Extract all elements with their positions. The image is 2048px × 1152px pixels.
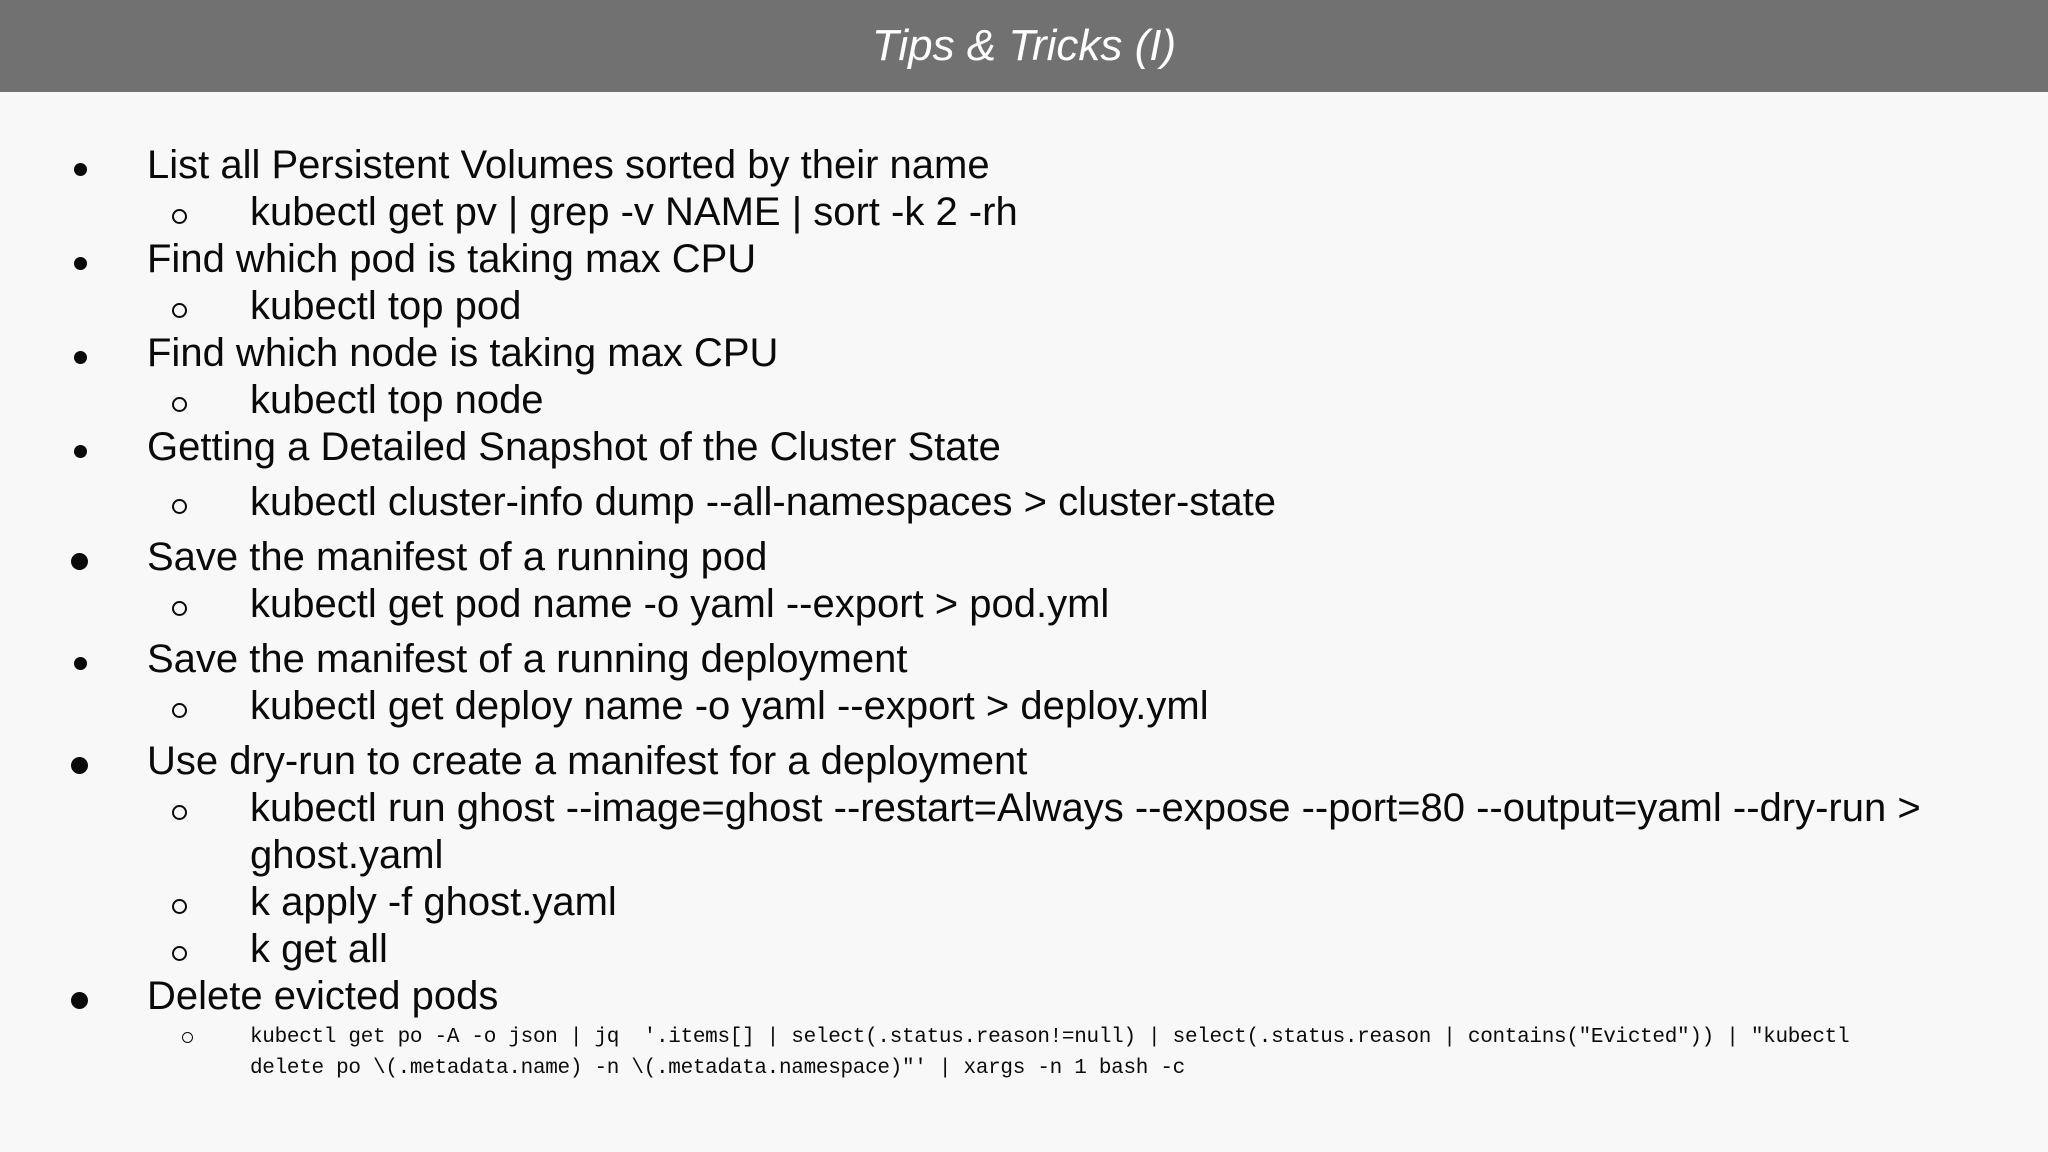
bullet-circle-icon: [172, 805, 187, 820]
list-item-text: Find which node is taking max CPU: [147, 331, 779, 375]
list-item-text: kubectl get pv | grep -v NAME | sort -k …: [250, 190, 1018, 234]
bullet-circle-icon: [172, 601, 187, 616]
list-item: kubectl run ghost --image=ghost --restar…: [0, 785, 1978, 879]
bullet-circle-icon: [182, 1032, 193, 1043]
list-item-text: kubectl run ghost --image=ghost --restar…: [250, 786, 1921, 877]
bullet-circle-icon: [172, 499, 187, 514]
list-item-text: kubectl top pod: [250, 284, 522, 328]
list-item-code-text: kubectl get po -A -o json | jq '.items[]…: [250, 1026, 1850, 1080]
list-item-text: kubectl get deploy name -o yaml --export…: [250, 684, 1209, 728]
bullet-circle-icon: [172, 946, 187, 961]
list-item: kubectl get deploy name -o yaml --export…: [0, 683, 1978, 730]
list-item: kubectl top pod: [0, 283, 1978, 330]
list-item-text: k get all: [250, 927, 388, 971]
list-item-text: Use dry-run to create a manifest for a d…: [147, 739, 1028, 783]
bullet-circle-icon: [172, 209, 187, 224]
list-item-text: Save the manifest of a running deploymen…: [147, 637, 908, 681]
list-item-text: List all Persistent Volumes sorted by th…: [147, 143, 990, 187]
list-item: Find which pod is taking max CPU: [0, 236, 1978, 283]
slide-header: Tips & Tricks (I): [0, 0, 2048, 92]
bullet-dot-icon: [71, 757, 88, 774]
list-item: Save the manifest of a running deploymen…: [0, 636, 1978, 683]
bullet-dot-icon: [74, 445, 87, 458]
bullet-dot-icon: [74, 163, 87, 176]
list-item-text: Getting a Detailed Snapshot of the Clust…: [147, 425, 1001, 469]
list-item: Use dry-run to create a manifest for a d…: [0, 738, 1978, 785]
list-item: kubectl get pv | grep -v NAME | sort -k …: [0, 189, 1978, 236]
bullet-list: List all Persistent Volumes sorted by th…: [0, 142, 1978, 1084]
list-item-code: kubectl get po -A -o json | jq '.items[]…: [0, 1022, 1978, 1084]
list-item-text: kubectl top node: [250, 378, 544, 422]
slide-title: Tips & Tricks (I): [871, 21, 1177, 70]
bullet-dot-icon: [74, 351, 87, 364]
bullet-circle-icon: [172, 303, 187, 318]
bullet-dot-icon: [74, 657, 87, 670]
list-item: kubectl get pod name -o yaml --export > …: [0, 581, 1978, 628]
list-item: k apply -f ghost.yaml: [0, 879, 1978, 926]
list-item: Find which node is taking max CPU: [0, 330, 1978, 377]
list-item: Getting a Detailed Snapshot of the Clust…: [0, 424, 1978, 471]
bullet-circle-icon: [172, 397, 187, 412]
bullet-dot-icon: [74, 257, 87, 270]
bullet-circle-icon: [172, 703, 187, 718]
list-item: Delete evicted pods: [0, 973, 1978, 1020]
list-item: k get all: [0, 926, 1978, 973]
list-item: kubectl top node: [0, 377, 1978, 424]
list-item-text: k apply -f ghost.yaml: [250, 880, 617, 924]
list-item-text: Delete evicted pods: [147, 974, 499, 1018]
list-item-text: Save the manifest of a running pod: [147, 535, 768, 579]
bullet-dot-icon: [71, 992, 88, 1009]
list-item-text: Find which pod is taking max CPU: [147, 237, 757, 281]
list-item-text: kubectl get pod name -o yaml --export > …: [250, 582, 1110, 626]
bullet-circle-icon: [172, 899, 187, 914]
list-item: List all Persistent Volumes sorted by th…: [0, 142, 1978, 189]
list-item: Save the manifest of a running pod: [0, 534, 1978, 581]
list-item: kubectl cluster-info dump --all-namespac…: [0, 479, 1978, 526]
bullet-dot-icon: [71, 553, 88, 570]
list-item-text: kubectl cluster-info dump --all-namespac…: [250, 480, 1276, 524]
